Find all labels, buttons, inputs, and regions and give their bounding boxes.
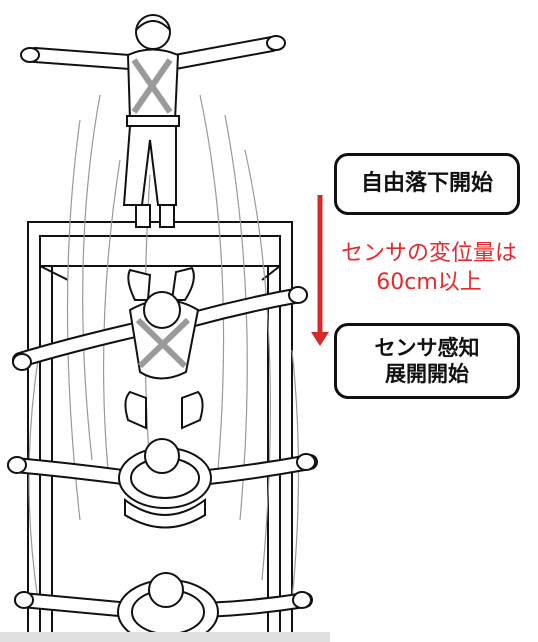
fall-start-text: 自由落下開始 bbox=[360, 171, 493, 197]
worker-pose-3 bbox=[7, 390, 318, 529]
sensor-note-line1: センサの変位量は bbox=[340, 241, 517, 266]
floor-strip bbox=[0, 632, 330, 642]
worker-pose-2 bbox=[12, 266, 308, 380]
sensor-note-line2: 60cm以上 bbox=[376, 269, 482, 295]
worker-pose-1 bbox=[20, 14, 286, 228]
deploy-line2: 展開開始 bbox=[385, 362, 469, 386]
worker-pose-4 bbox=[14, 572, 313, 642]
deploy-start-label: センサ感知 展開開始 bbox=[334, 323, 520, 399]
sensor-displacement-note: センサの変位量は 60cm以上 bbox=[326, 240, 532, 297]
down-arrow-icon bbox=[311, 195, 329, 346]
fall-start-label: 自由落下開始 bbox=[334, 153, 520, 215]
deploy-line1: センサ感知 bbox=[374, 335, 480, 360]
